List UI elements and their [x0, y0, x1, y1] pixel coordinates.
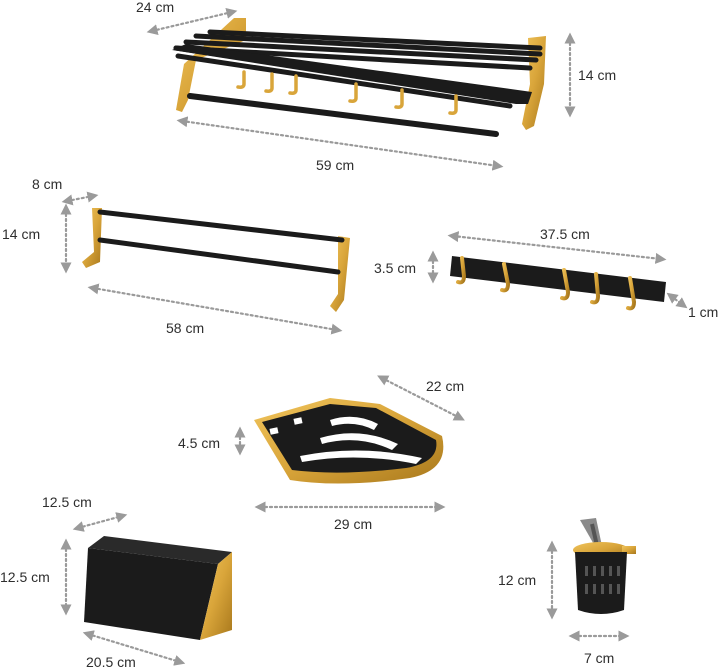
- razor-cup: [573, 518, 636, 614]
- towel-bar-height-label: 14 cm: [2, 226, 41, 242]
- hook-rail: [450, 256, 666, 311]
- dimension-lines: [60, 7, 688, 666]
- hook-rail-width-label: 37.5 cm: [540, 226, 590, 242]
- towel-bar-depth-label: 8 cm: [32, 176, 63, 192]
- hook-rail-thickness-label: 1 cm: [688, 304, 719, 320]
- towel-rack-width-label: 59 cm: [316, 157, 355, 173]
- razor-cup-width-label: 7 cm: [584, 650, 615, 666]
- towel-rack-height-label: 14 cm: [578, 67, 617, 83]
- towel-rack-depth-label: 24 cm: [136, 0, 175, 15]
- corner-shelf: [254, 398, 444, 484]
- corner-shelf-width-label: 29 cm: [334, 516, 373, 532]
- hook-rail-height-label: 3.5 cm: [374, 260, 417, 276]
- tissue-box-depth-label: 12.5 cm: [42, 494, 92, 510]
- razor-cup-height-label: 12 cm: [498, 572, 537, 588]
- double-towel-bar: [82, 208, 350, 312]
- tissue-box-width-label: 20.5 cm: [86, 654, 136, 668]
- towel-bar-width-label: 58 cm: [166, 320, 205, 336]
- tissue-box: [84, 536, 232, 640]
- towel-rack-shelf: [172, 18, 546, 137]
- corner-shelf-height-label: 4.5 cm: [178, 435, 221, 451]
- tissue-box-height-label: 12.5 cm: [0, 569, 50, 585]
- corner-shelf-side-label: 22 cm: [426, 378, 465, 394]
